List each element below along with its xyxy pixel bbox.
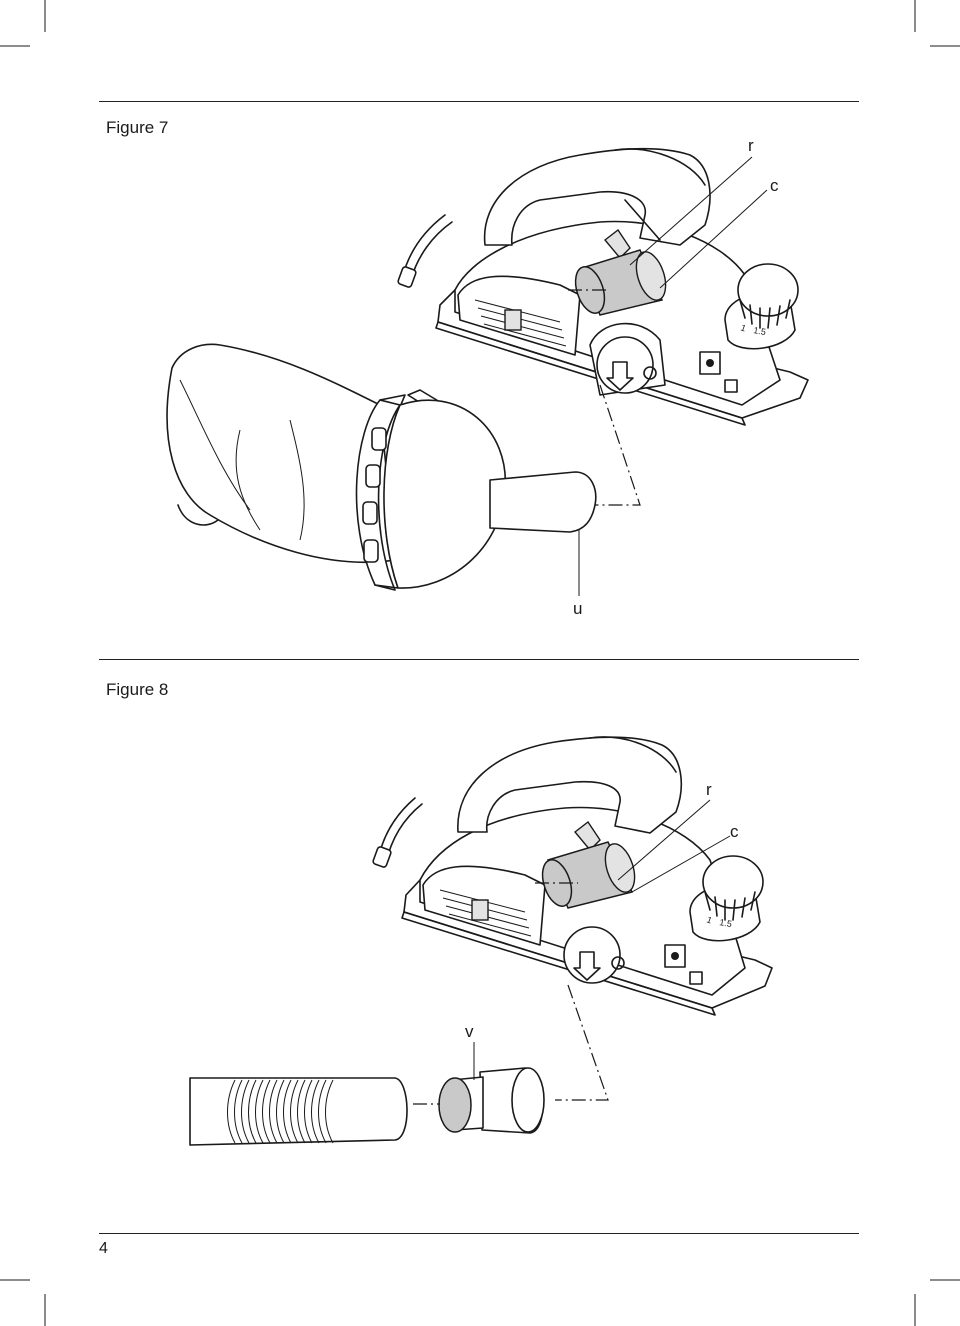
dial-mark-1-fig8: 1 — [705, 914, 713, 925]
dial-mark-1: 1 — [739, 322, 747, 333]
figure-8-top-rule — [99, 659, 859, 660]
dial-mark-1-5: 1.5 — [753, 325, 767, 337]
callout-c-fig7: c — [770, 176, 779, 195]
callout-u-fig7: u — [573, 599, 583, 618]
callout-r-fig7: r — [748, 136, 754, 155]
figure-7-top-rule — [99, 101, 859, 102]
callout-c-fig8: c — [730, 822, 739, 841]
callout-v-fig8: v — [465, 1022, 474, 1041]
dial-mark-1-5-fig8: 1.5 — [719, 917, 733, 929]
callout-r-fig8: r — [706, 780, 712, 799]
footer-rule — [99, 1233, 859, 1234]
figure-7-title: Figure 7 — [106, 118, 169, 137]
page-number: 4 — [99, 1240, 108, 1257]
figure-8-title: Figure 8 — [106, 680, 169, 699]
